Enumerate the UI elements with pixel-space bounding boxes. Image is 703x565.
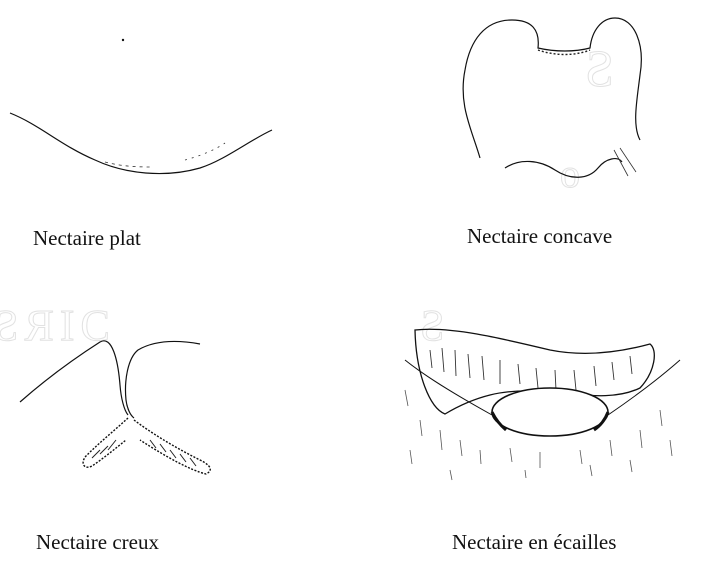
panel-nectaire-concave: Nectaire concave: [350, 0, 703, 270]
flat-nectary-dot: [122, 39, 124, 41]
scale-central-nectary: [492, 388, 608, 436]
scale-nectary-drawing: [350, 280, 703, 565]
hollow-nectary-right-wall: [126, 342, 201, 418]
hollow-nectary-left-wall: [20, 341, 128, 415]
concave-nectary-side-stroke: [614, 148, 636, 176]
hollow-nectary-drawing: [0, 280, 350, 565]
scale-hatch-lines: [430, 348, 632, 390]
panel-nectaire-plat: Nectaire plat: [0, 0, 350, 270]
caption-nectaire-creux: Nectaire creux: [36, 530, 159, 555]
caption-nectaire-en-ecailles: Nectaire en écailles: [452, 530, 616, 555]
flat-nectary-outline: [10, 113, 272, 174]
caption-nectaire-concave: Nectaire concave: [467, 224, 612, 249]
hollow-nectary-tube-left: [83, 418, 128, 467]
concave-nectary-base: [505, 159, 622, 178]
panel-nectaire-creux: Nectaire creux: [0, 280, 350, 565]
concave-nectary-outline: [463, 18, 641, 158]
panel-nectaire-en-ecailles: Nectaire en écailles: [350, 280, 703, 565]
hollow-nectary-tube-right: [134, 420, 210, 474]
caption-nectaire-plat: Nectaire plat: [33, 226, 141, 251]
flat-nectary-inner-stroke-2: [185, 143, 225, 160]
